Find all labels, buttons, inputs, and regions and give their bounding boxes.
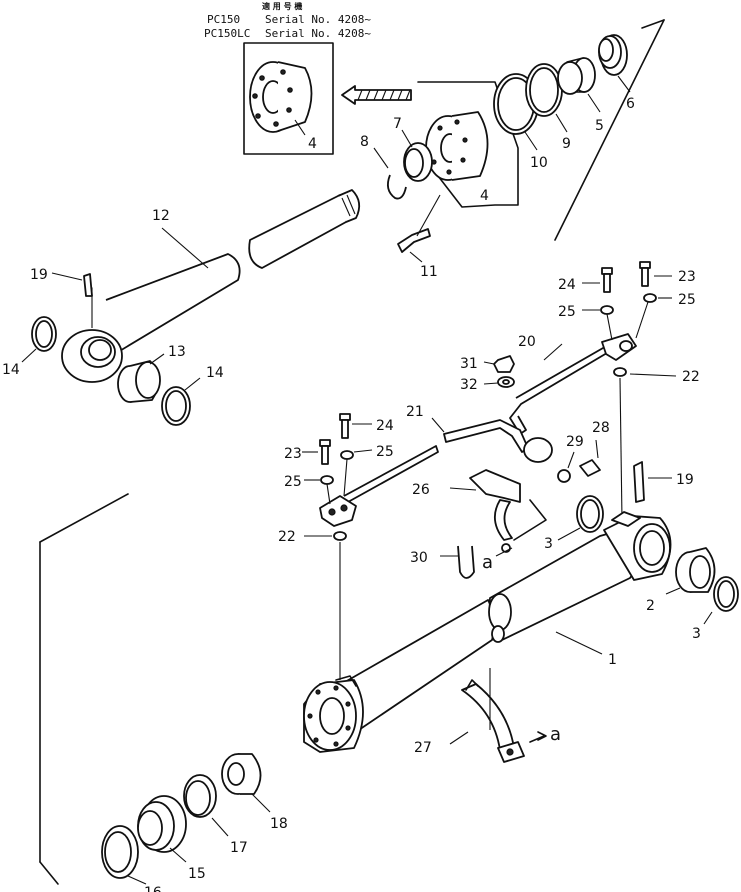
callout-19-left: 19: [30, 267, 48, 283]
part-31-nut: 31: [460, 355, 515, 373]
part-11-bolt: 11: [397, 194, 441, 280]
part-25-washer-left-b: 25: [284, 474, 334, 505]
callout-24-right: 24: [558, 277, 576, 293]
part-32-washer: 32: [460, 376, 515, 393]
callout-3-upper: 3: [544, 536, 553, 552]
callout-18: 18: [270, 816, 288, 832]
callout-4-inset: 4: [308, 136, 317, 152]
part-15-piston: 15: [137, 795, 206, 882]
callout-14-left: 14: [2, 362, 20, 378]
frame-line-top-end: [641, 19, 665, 29]
part-8-snap-ring: 8: [360, 134, 407, 200]
callout-27: 27: [414, 740, 432, 756]
callout-16: 16: [144, 885, 162, 892]
callout-22-left: 22: [278, 529, 296, 545]
callout-22-right: 22: [682, 369, 700, 385]
callout-12: 12: [152, 208, 170, 224]
frame-line-left-top: [39, 493, 129, 543]
part-30-u-bolt: 30 a: [410, 545, 513, 579]
part-12-piston-rod: 12: [61, 189, 361, 383]
part-19-grease-fitting-right: 19: [633, 461, 694, 503]
part-23-bolt-left: 23: [284, 439, 331, 465]
callout-17: 17: [230, 840, 248, 856]
head-4: 4: [417, 81, 519, 208]
part-7-ring: 7: [393, 116, 433, 182]
callout-23-left: 23: [284, 446, 302, 462]
part-5-bushing: 5: [557, 57, 604, 134]
header-model-2: PC150LC: [204, 27, 250, 40]
part-25-washer-right-b: 25: [635, 292, 696, 339]
callout-23-right: 23: [678, 269, 696, 285]
part-14-ring-left: 14: [2, 316, 57, 378]
callout-30: 30: [410, 550, 428, 566]
callout-10: 10: [530, 155, 548, 171]
direction-arrow: [341, 85, 412, 105]
header-serial-1: Serial No. 4208~: [265, 13, 371, 26]
part-27-band: 27 a: [414, 668, 561, 763]
callout-4-main: 4: [480, 188, 489, 204]
callout-32: 32: [460, 377, 478, 393]
callout-1: 1: [608, 652, 617, 668]
part-19-grease-fitting-left: 19: [30, 267, 93, 297]
part-2-bushing: 2: [646, 547, 716, 614]
part-9-ring: 9: [525, 63, 571, 152]
callout-7: 7: [393, 116, 402, 132]
callout-2: 2: [646, 598, 655, 614]
part-29-washer: 29: [557, 434, 584, 483]
callout-5: 5: [595, 118, 604, 134]
callout-28: 28: [592, 420, 610, 436]
part-3-seal-lower: 3: [692, 576, 739, 642]
part-18-nut: 18: [221, 753, 288, 832]
inset-box: 4: [243, 42, 334, 155]
part-3-seal-upper: 3: [544, 495, 604, 552]
part-28-bolt: 28: [579, 420, 610, 477]
callout-13: 13: [168, 344, 186, 360]
part-22-o-ring-left: 22: [278, 529, 347, 680]
part-26-bracket: 26: [412, 469, 547, 553]
callout-9: 9: [562, 136, 571, 152]
header-model-1: PC150: [207, 13, 240, 26]
callout-26: 26: [412, 482, 430, 498]
callout-25-left-a: 25: [376, 444, 394, 460]
callout-25-right-a: 25: [558, 304, 576, 320]
callout-19-right: 19: [676, 472, 694, 488]
part-14-ring-right: 14: [161, 365, 224, 426]
part-17-ring: 17: [183, 774, 248, 856]
applicability-header: 適 用 号 機 PC150 Serial No. 4208~ PC150LC S…: [204, 1, 371, 40]
header-serial-2: Serial No. 4208~: [265, 27, 371, 40]
callout-20: 20: [518, 334, 536, 350]
callout-6: 6: [626, 96, 635, 112]
callout-14-right: 14: [206, 365, 224, 381]
callout-24-left: 24: [376, 418, 394, 434]
part-25-washer-right-a: 25: [558, 304, 614, 341]
frame-line-top: [554, 19, 665, 241]
callout-3-lower: 3: [692, 626, 701, 642]
marker-a-upper: a: [482, 552, 493, 573]
part-13-bushing: 13: [117, 344, 186, 403]
callout-11: 11: [420, 264, 438, 280]
callout-8: 8: [360, 134, 369, 150]
callout-29: 29: [566, 434, 584, 450]
part-24-bolt-left: 24: [339, 413, 394, 439]
marker-a-lower: a: [550, 724, 561, 745]
frame-line-left-bottom: [39, 861, 59, 885]
part-21-pipe: 21: [319, 404, 553, 527]
part-20-pipe: 20: [509, 333, 637, 435]
part-24-bolt-right: 24: [558, 267, 613, 293]
part-22-o-ring-right: 22: [613, 367, 700, 521]
callout-31: 31: [460, 356, 478, 372]
callout-21: 21: [406, 404, 424, 420]
part-1-cylinder-tube: 1: [303, 511, 672, 753]
part-23-bolt-right: 23: [639, 261, 696, 287]
header-title: 適 用 号 機: [262, 1, 302, 11]
part-16-ring: 16: [101, 825, 162, 892]
callout-25-right-b: 25: [678, 292, 696, 308]
callout-25-left-b: 25: [284, 474, 302, 490]
part-25-washer-left-a: 25: [340, 444, 394, 497]
callout-15: 15: [188, 866, 206, 882]
part-6-nut: 6: [598, 34, 635, 112]
